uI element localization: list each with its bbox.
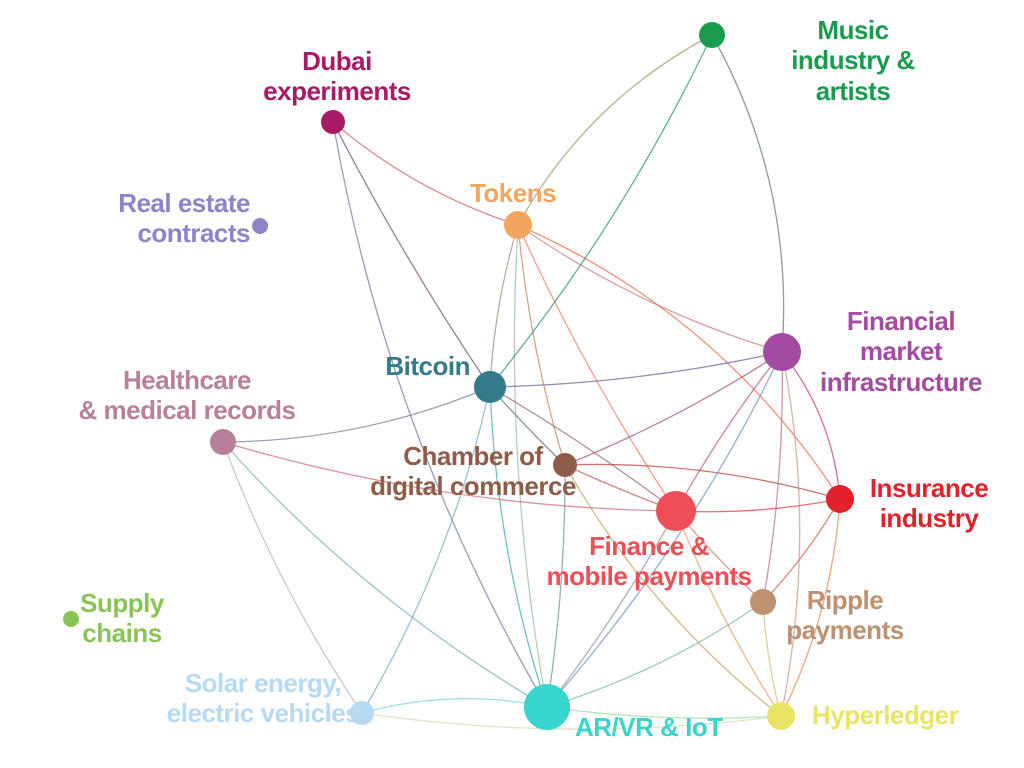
edge-solar-hyperledger	[361, 712, 782, 730]
edge-ripple-arvr	[546, 601, 764, 708]
edge-bitcoin-solar	[361, 386, 491, 714]
edge-tokens-arvr	[513, 224, 548, 708]
edge-tokens-chamber	[517, 224, 566, 466]
edge-chamber-insurance	[564, 463, 841, 500]
edge-dubai-tokens	[332, 121, 519, 226]
node-ripple[interactable]	[750, 589, 776, 615]
edge-finance-arvr	[546, 510, 677, 708]
edge-healthcare-solar	[222, 441, 363, 714]
edge-bitcoin-fmi	[489, 351, 783, 388]
edge-chamber-hyperledger	[564, 464, 782, 717]
node-hyperledger[interactable]	[767, 702, 795, 730]
node-healthcare[interactable]	[210, 429, 236, 455]
edge-dubai-bitcoin	[332, 121, 491, 388]
edge-bitcoin-finance	[489, 386, 677, 512]
node-bitcoin[interactable]	[474, 371, 506, 403]
edge-tokens-finance	[517, 224, 677, 512]
node-arvr[interactable]	[524, 684, 570, 730]
edge-bitcoin-arvr	[489, 386, 548, 708]
edge-finance-hyperledger	[675, 510, 782, 717]
edges-layer	[222, 34, 841, 730]
edge-healthcare-arvr	[222, 441, 548, 708]
node-insurance[interactable]	[826, 485, 854, 513]
node-dubai[interactable]	[321, 110, 345, 134]
edge-music-bitcoin	[489, 34, 713, 388]
node-tokens[interactable]	[504, 211, 532, 239]
edge-fmi-hyperledger	[780, 351, 801, 717]
edge-fmi-arvr	[546, 351, 783, 708]
node-supply[interactable]	[63, 611, 79, 627]
edge-bitcoin-healthcare	[222, 386, 491, 443]
node-solar[interactable]	[350, 701, 374, 725]
edge-insurance-hyperledger	[780, 498, 841, 717]
edge-healthcare-finance	[222, 441, 677, 512]
edge-ripple-hyperledger	[762, 601, 782, 717]
nodes-layer	[63, 22, 854, 730]
edge-fmi-finance	[675, 351, 783, 512]
edge-tokens-insurance	[517, 224, 841, 500]
edge-insurance-ripple	[762, 498, 841, 603]
edge-chamber-arvr	[546, 464, 566, 708]
node-chamber[interactable]	[553, 453, 577, 477]
edge-tokens-music	[517, 34, 713, 226]
node-fmi[interactable]	[763, 333, 801, 371]
edge-chamber-fmi	[564, 351, 783, 466]
node-finance[interactable]	[656, 491, 696, 531]
node-music[interactable]	[699, 22, 725, 48]
edge-music-fmi	[711, 34, 785, 353]
edge-tokens-bitcoin	[489, 224, 519, 388]
edge-arvr-hyperledger	[546, 706, 782, 719]
edge-dubai-arvr	[332, 121, 548, 708]
edge-tokens-fmi	[517, 224, 783, 353]
node-realestate[interactable]	[252, 218, 268, 234]
edge-fmi-insurance	[781, 351, 841, 500]
edge-fmi-ripple	[762, 351, 784, 603]
edge-arvr-solar	[361, 698, 548, 714]
